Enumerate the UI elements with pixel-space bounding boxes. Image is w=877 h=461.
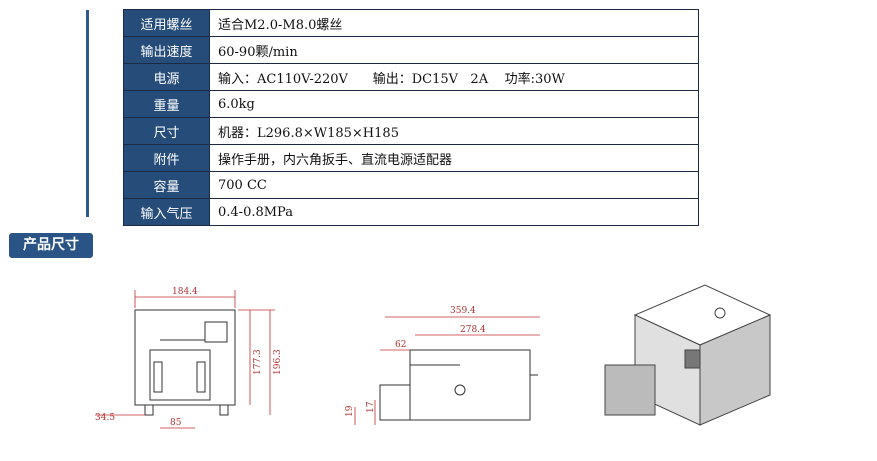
spec-value: 适合M2.0-M8.0螺丝: [209, 9, 699, 37]
spec-label: 电源: [123, 63, 210, 91]
dim-side-h2: 17: [366, 401, 376, 413]
spec-label: 适用螺丝: [123, 9, 210, 37]
dim-side-length: 359.4: [450, 306, 476, 316]
spec-label: 重量: [123, 90, 210, 118]
spec-label: 附件: [123, 144, 210, 172]
dim-side-body: 278.4: [460, 325, 486, 335]
spec-label: 输入气压: [123, 198, 210, 226]
spec-value: 输入：AC110V-220V 输出：DC15V 2A 功率:30W: [209, 63, 699, 91]
spec-label: 容量: [123, 171, 210, 199]
section-title: 产品尺寸: [9, 233, 93, 258]
table-row: 适用螺丝适合M2.0-M8.0螺丝: [123, 9, 699, 37]
dim-front-foot: 34.5: [95, 413, 115, 423]
dim-side-h1: 19: [345, 405, 355, 417]
dim-front-base: 85: [170, 418, 182, 428]
dim-front-height-a: 177.3: [253, 349, 263, 375]
product-3d-view: [604, 284, 772, 426]
spec-value: 操作手册，内六角扳手、直流电源适配器: [209, 144, 699, 172]
table-row: 尺寸机器：L296.8×W185×H185: [123, 117, 699, 145]
dim-side-feeder: 62: [395, 340, 406, 350]
side-view-drawing: 359.4 278.4 62 19 17: [345, 306, 540, 425]
spec-label: 输出速度: [123, 36, 210, 64]
table-row: 附件操作手册，内六角扳手、直流电源适配器: [123, 144, 699, 172]
table-row: 电源输入：AC110V-220V 输出：DC15V 2A 功率:30W: [123, 63, 699, 91]
spec-label: 尺寸: [123, 117, 210, 145]
dim-front-height-b: 196.3: [273, 349, 283, 375]
spec-value: 700 CC: [209, 171, 699, 199]
dim-front-width: 184.4: [172, 287, 198, 297]
spec-value: 机器：L296.8×W185×H185: [209, 117, 699, 145]
spec-value: 0.4-0.8MPa: [209, 198, 699, 226]
spec-value: 6.0kg: [209, 90, 699, 118]
accent-line: [86, 10, 89, 217]
spec-value: 60-90颗/min: [209, 36, 699, 64]
front-view-drawing: 184.4 177.3 196.3 34.5 85: [95, 287, 283, 429]
